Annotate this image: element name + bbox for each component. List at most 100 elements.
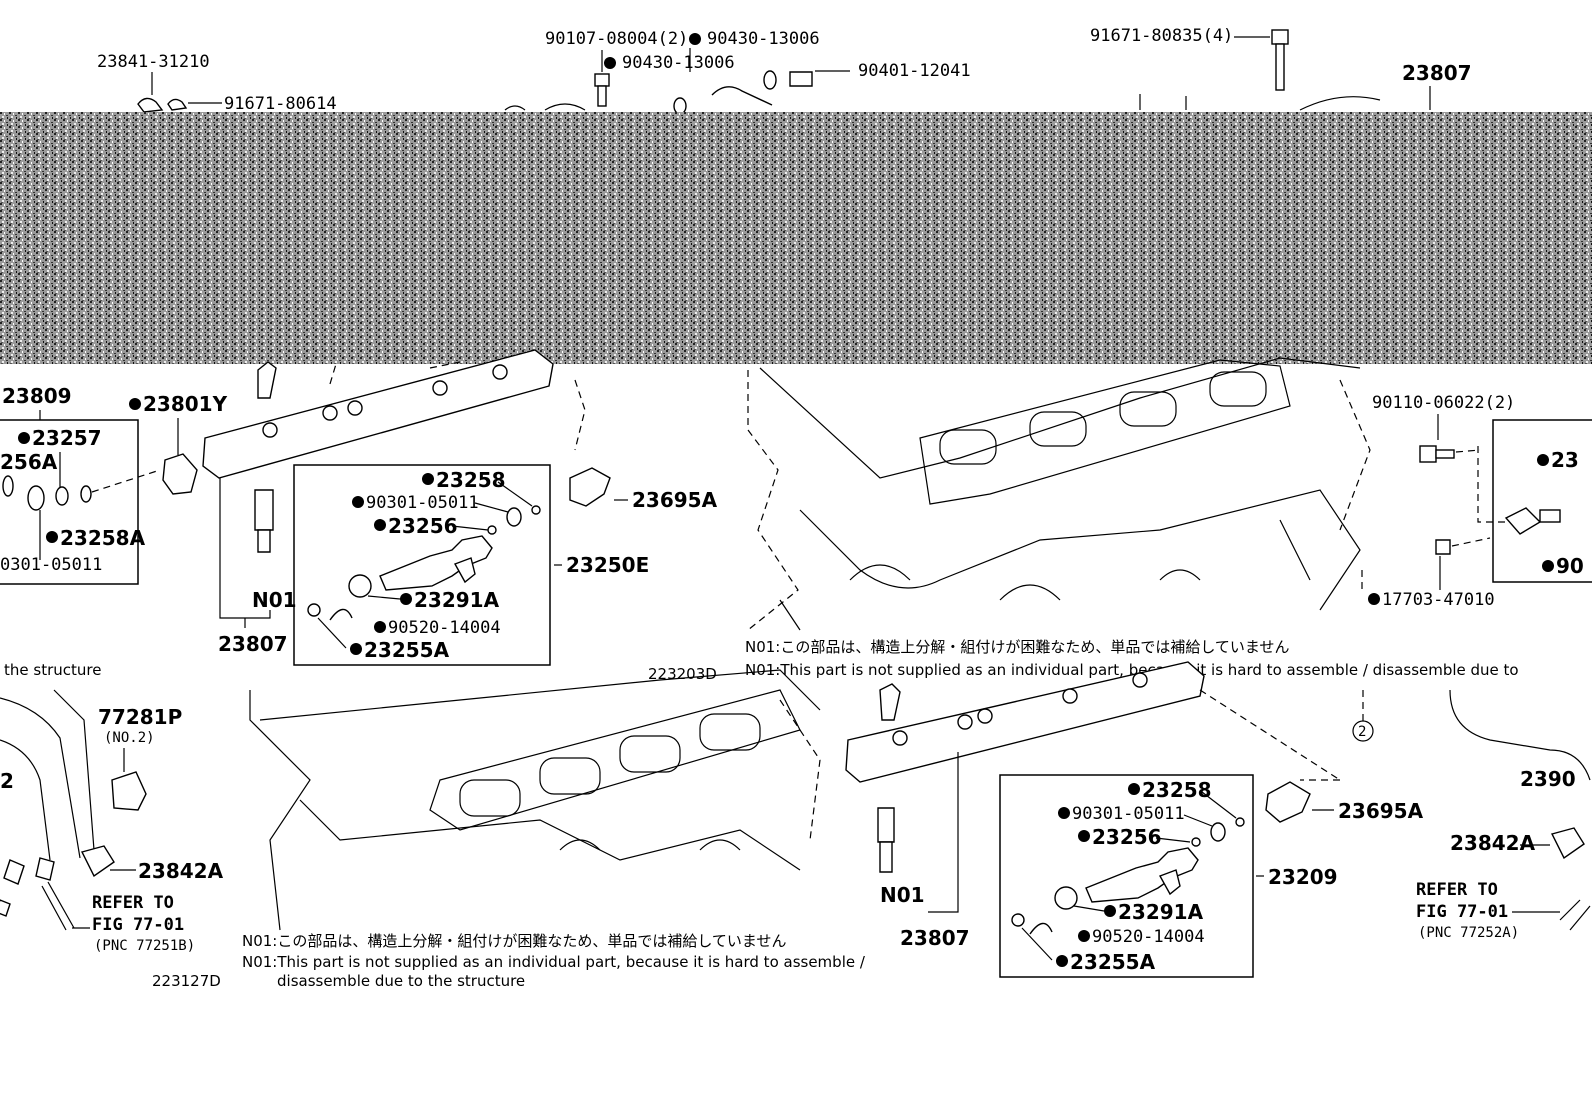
- o-ring-icon: [55, 486, 69, 506]
- bullet-dot-icon: [604, 57, 616, 69]
- fig-left[interactable]: FIG 77-01: [92, 915, 184, 935]
- label-23695A-right[interactable]: 23695A: [1338, 799, 1424, 823]
- label-256A[interactable]: 256A: [0, 450, 58, 474]
- label-box-23255A[interactable]: 23255A: [364, 638, 450, 662]
- note-mid-en: N01:This part is not supplied as an indi…: [745, 661, 1519, 679]
- label-the-structure: the structure: [4, 661, 101, 679]
- connector-icon: [1550, 827, 1585, 860]
- label-90401-12041[interactable]: 90401-12041: [858, 61, 971, 81]
- bullet-dot-icon: [689, 33, 701, 45]
- label-23809[interactable]: 23809: [2, 384, 72, 408]
- pnc-right[interactable]: (PNC 77252A): [1418, 925, 1519, 941]
- label-23807[interactable]: 23807: [218, 632, 288, 656]
- label-23-partial[interactable]: 23: [1551, 448, 1579, 472]
- label-23801Y[interactable]: 23801Y: [143, 392, 228, 416]
- code-223203D: 223203D: [648, 665, 717, 683]
- label-23842A-right[interactable]: 23842A: [1450, 831, 1536, 855]
- label-box-90301-05011[interactable]: 90301-05011: [366, 493, 479, 513]
- label-23257[interactable]: 23257: [32, 426, 102, 450]
- note-bottom-en2: disassemble due to the structure: [277, 972, 525, 990]
- fitting-icon: [257, 361, 277, 399]
- clip-icon: [137, 97, 164, 113]
- label-23807-top[interactable]: 23807: [1402, 61, 1472, 85]
- noise-texture: [0, 112, 1592, 364]
- fuel-hose-icon: [0, 697, 81, 861]
- o-ring-icon: [80, 485, 92, 503]
- label-r-box-23258[interactable]: 23258: [1142, 778, 1212, 802]
- label-r-box-23291A[interactable]: 23291A: [1118, 900, 1204, 924]
- pipe-icon: [711, 86, 773, 106]
- label-91671-80835[interactable]: 91671-80835(4): [1090, 26, 1233, 46]
- pnc-left[interactable]: (PNC 77251B): [94, 938, 195, 954]
- circle-2-icon: [1352, 720, 1374, 742]
- label-23695A-left[interactable]: 23695A: [632, 488, 718, 512]
- label-23807-right[interactable]: 23807: [900, 926, 970, 950]
- label-23209[interactable]: 23209: [1268, 865, 1338, 889]
- label-r-box-23255A[interactable]: 23255A: [1070, 950, 1156, 974]
- label-box-23258[interactable]: 23258: [436, 468, 506, 492]
- label-90-partial[interactable]: 90: [1556, 554, 1584, 578]
- label-0301-05011[interactable]: 0301-05011: [0, 555, 102, 575]
- label-N01-right[interactable]: N01: [880, 883, 925, 907]
- fig-right[interactable]: FIG 77-01: [1416, 902, 1508, 922]
- clip-icon: [1265, 781, 1311, 823]
- bullet-dot-icon: [1128, 783, 1140, 795]
- top-strip: 23841-31210 91671-80614 90107-08004(2) 9…: [97, 26, 1472, 115]
- left-upper-section: 23809 23257 256A 23258A 0301-05011 23801…: [0, 349, 718, 683]
- fuel-rail-icon: [202, 349, 554, 479]
- label-23250E[interactable]: 23250E: [566, 553, 649, 577]
- clip-icon: [569, 467, 611, 507]
- code-223127D: 223127D: [152, 972, 221, 990]
- bullet-dot-icon: [18, 432, 30, 444]
- label-91671-80614[interactable]: 91671-80614: [224, 94, 337, 114]
- bullet-dot-icon: [46, 531, 58, 543]
- label-23258A[interactable]: 23258A: [60, 526, 146, 550]
- label-17703-47010[interactable]: 17703-47010: [1382, 590, 1495, 610]
- sensor-kit-box: [1492, 419, 1592, 583]
- lower-left-section: 2 77281P (NO.2) 23842A REFER TO FIG 77-0…: [0, 689, 224, 990]
- bullet-dot-icon: [1078, 830, 1090, 842]
- bullet-dot-icon: [129, 398, 141, 410]
- bolt-icon: [1419, 445, 1437, 463]
- label-2390[interactable]: 2390: [1520, 767, 1576, 791]
- label-r-box-23256[interactable]: 23256: [1092, 825, 1162, 849]
- nut-icon: [167, 98, 188, 111]
- clip-ring-icon: [1029, 922, 1053, 935]
- label-r-box-90520-14004[interactable]: 90520-14004: [1092, 927, 1205, 947]
- label-no2[interactable]: (NO.2): [104, 730, 155, 746]
- label-90107-08004[interactable]: 90107-08004(2): [545, 29, 688, 49]
- label-r-box-90301-05011[interactable]: 90301-05011: [1072, 804, 1185, 824]
- seal-kit-box: [0, 419, 139, 585]
- note-bottom-jp: N01:この部品は、構造上分解・組付けが困難なため、単品では補給していません: [242, 932, 786, 950]
- fuel-rail-icon: [845, 661, 1205, 783]
- label-N01[interactable]: N01: [252, 588, 297, 612]
- connector-icon: [80, 845, 115, 878]
- right-upper-section: 90110-06022(2) 23 90 17703-47010: [1361, 393, 1592, 610]
- label-2[interactable]: 2: [0, 769, 14, 793]
- gasket-icon: [1504, 507, 1542, 535]
- label-90430-13006-a[interactable]: 90430-13006: [707, 29, 820, 49]
- label-box-23291A[interactable]: 23291A: [414, 588, 500, 612]
- o-ring-icon: [1054, 886, 1078, 910]
- label-77281P[interactable]: 77281P: [98, 705, 182, 729]
- bolt-icon: [789, 71, 813, 87]
- refer-to-left[interactable]: REFER TO: [92, 893, 174, 913]
- clamp-icon: [111, 771, 147, 811]
- o-ring-icon: [348, 574, 372, 598]
- bullet-dot-icon: [1537, 454, 1549, 466]
- o-ring-icon: [27, 485, 45, 511]
- circle-2-label[interactable]: 2: [1358, 724, 1366, 740]
- label-90110-06022[interactable]: 90110-06022(2): [1372, 393, 1515, 413]
- refer-to-right[interactable]: REFER TO: [1416, 880, 1498, 900]
- gasket-icon: [162, 453, 198, 495]
- label-23842A-left[interactable]: 23842A: [138, 859, 224, 883]
- label-box-23256[interactable]: 23256: [388, 514, 458, 538]
- label-23841-31210[interactable]: 23841-31210: [97, 52, 210, 72]
- bullet-dot-icon: [422, 473, 434, 485]
- label-90430-13006-b[interactable]: 90430-13006: [622, 53, 735, 73]
- bolt-icon: [1271, 29, 1289, 45]
- label-box-90520-14004[interactable]: 90520-14004: [388, 618, 501, 638]
- engine-block-lower: [249, 669, 821, 931]
- bullet-dot-icon: [1058, 807, 1070, 819]
